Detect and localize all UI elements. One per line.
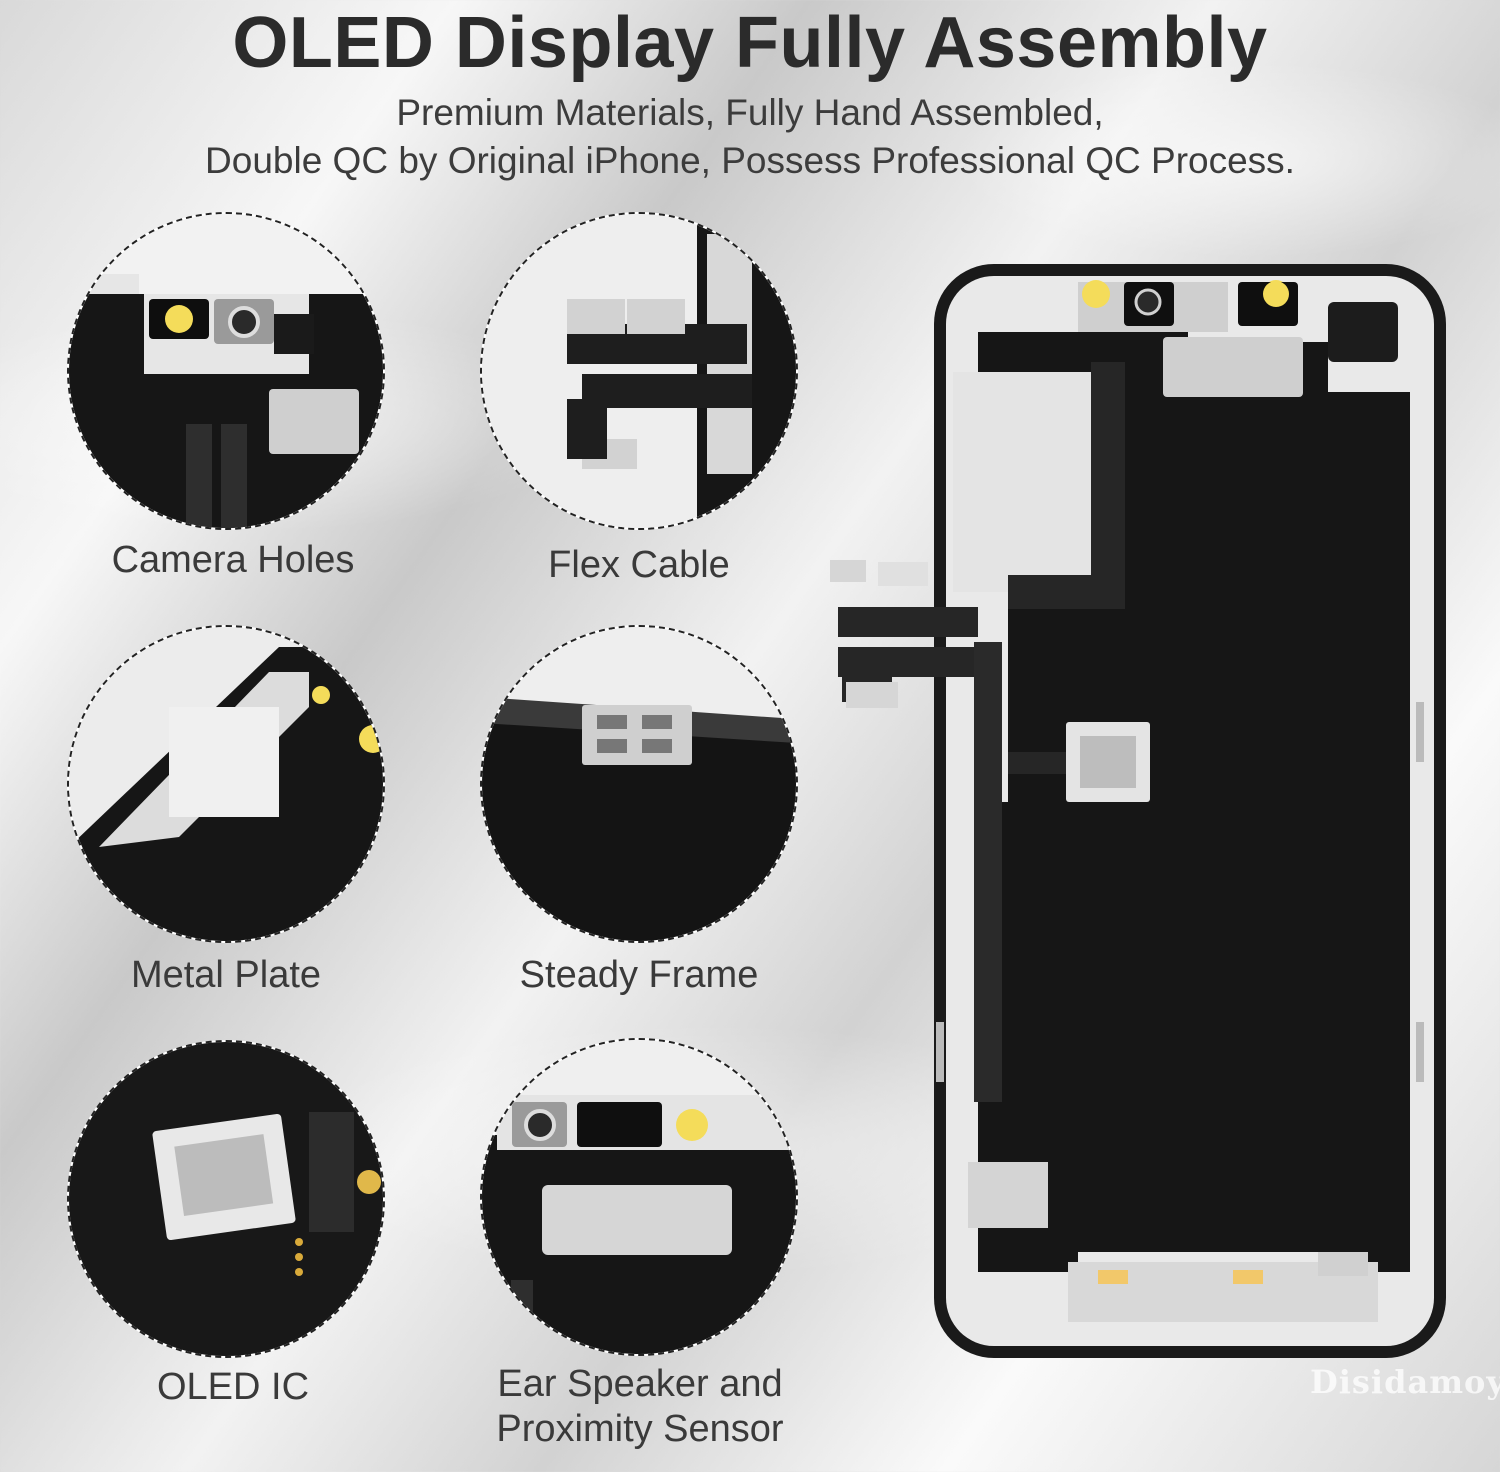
label-camera-holes: Camera Holes xyxy=(111,539,355,581)
feature-steady-frame xyxy=(480,625,798,943)
metal-plate-closeup xyxy=(67,625,385,943)
label-flex-cable: Flex Cable xyxy=(548,544,730,586)
feature-ear-speaker-proximity xyxy=(480,1038,798,1356)
label-oled-ic: OLED IC xyxy=(156,1366,310,1408)
label-steady-frame: Steady Frame xyxy=(519,954,759,996)
feature-metal-plate xyxy=(67,625,385,943)
ear-speaker-closeup xyxy=(480,1038,798,1356)
label-metal-plate: Metal Plate xyxy=(130,954,322,996)
camera-holes-closeup xyxy=(67,212,385,530)
subtitle-line-1: Premium Materials, Fully Hand Assembled, xyxy=(396,92,1104,133)
label-ear-speaker-proximity: Ear Speaker and Proximity Sensor xyxy=(470,1362,810,1452)
flex-cable-closeup xyxy=(480,212,798,530)
feature-flex-cable xyxy=(480,212,798,530)
steady-frame-closeup xyxy=(480,625,798,943)
feature-oled-ic xyxy=(67,1040,385,1358)
oled-ic-closeup xyxy=(67,1040,385,1358)
oled-display-assembly xyxy=(828,262,1448,1367)
subtitle-line-2: Double QC by Original iPhone, Possess Pr… xyxy=(205,140,1295,181)
label-ear-speaker-line-1: Ear Speaker and xyxy=(497,1363,783,1405)
page-title: OLED Display Fully Assembly xyxy=(232,3,1268,83)
label-ear-speaker-line-2: Proximity Sensor xyxy=(496,1408,784,1450)
feature-camera-holes xyxy=(67,212,385,530)
watermark: Disidamoy xyxy=(1310,1363,1500,1401)
